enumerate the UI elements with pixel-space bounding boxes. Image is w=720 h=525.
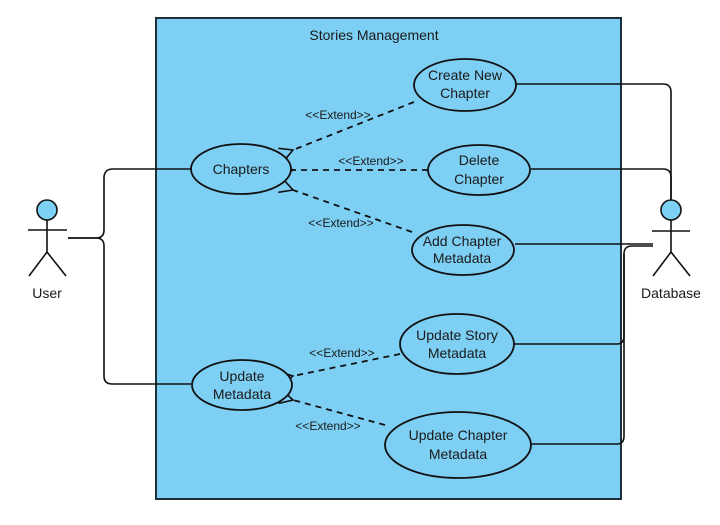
use-case-label: Update	[219, 368, 264, 384]
system-boundary[interactable]	[155, 17, 622, 500]
actor-name: Database	[641, 285, 701, 301]
use-case-update-chapter-metadata[interactable]: Update Chapter Metadata	[384, 411, 532, 479]
use-case-label: Update Chapter	[409, 427, 508, 443]
extend-label: <<Extend>>	[338, 154, 403, 168]
use-case-update-metadata[interactable]: Update Metadata	[191, 359, 293, 411]
extend-chapter-to-update-metadata[interactable]	[293, 400, 386, 426]
associations	[68, 83, 672, 445]
extend-label: <<Extend>>	[295, 419, 360, 433]
use-case-label: Delete	[459, 152, 500, 168]
extend-label: <<Extend>>	[308, 216, 373, 230]
actor-database[interactable]: Database	[641, 199, 701, 301]
actor-name: User	[32, 285, 62, 301]
use-case-label: Create New	[428, 67, 503, 83]
use-case-label: Metadata	[428, 345, 487, 361]
actor-head	[36, 199, 58, 221]
extend-story-to-update-metadata[interactable]	[293, 353, 401, 376]
use-case-label: Update Story	[416, 327, 498, 343]
association-db-create-new-chapter[interactable]	[516, 83, 672, 200]
use-case-chapters[interactable]: Chapters	[190, 143, 292, 195]
extend-label: <<Extend>>	[309, 346, 374, 360]
extend-dependencies	[293, 101, 428, 426]
association-user-chapters[interactable]	[68, 168, 191, 239]
use-case-label: Metadata	[429, 446, 488, 462]
use-case-delete-chapter[interactable]: Delete Chapter	[427, 144, 531, 196]
use-case-label: Metadata	[433, 250, 492, 266]
association-user-update-metadata[interactable]	[68, 237, 191, 385]
use-case-label: Metadata	[213, 386, 272, 402]
use-case-label: Add Chapter	[423, 233, 502, 249]
association-db-delete-chapter[interactable]	[531, 168, 672, 200]
actor-leg-left	[652, 251, 672, 277]
association-db-update-chapter-metadata[interactable]	[530, 254, 625, 445]
use-case-create-new-chapter[interactable]: Create New Chapter	[413, 58, 517, 112]
use-case-label: Chapters	[213, 161, 270, 177]
use-case-label: Chapter	[440, 85, 490, 101]
extend-label: <<Extend>>	[305, 108, 370, 122]
actor-head	[660, 199, 682, 221]
actor-leg-right	[670, 251, 691, 277]
system-title: Stories Management	[309, 27, 438, 43]
actor-leg-right	[46, 251, 67, 277]
use-case-update-story-metadata[interactable]: Update Story Metadata	[399, 313, 515, 375]
actor-user[interactable]: User	[28, 199, 67, 301]
use-case-label: Chapter	[454, 171, 504, 187]
use-case-add-chapter-metadata[interactable]: Add Chapter Metadata	[411, 224, 515, 276]
actor-leg-left	[28, 251, 48, 277]
